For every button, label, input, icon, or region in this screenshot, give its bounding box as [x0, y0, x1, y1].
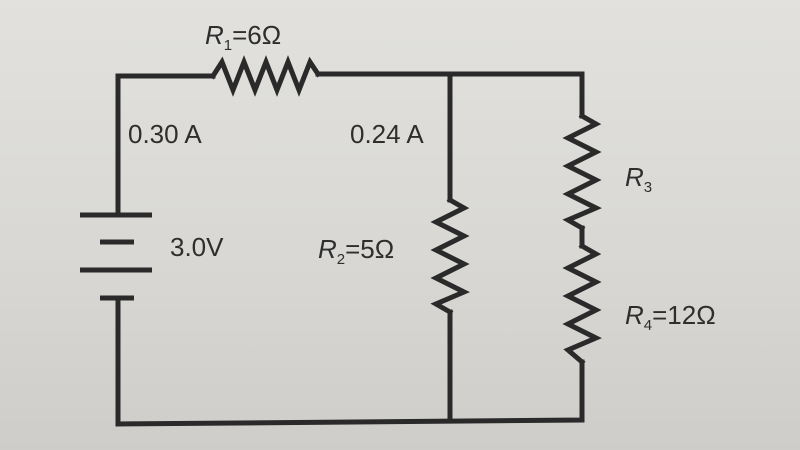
label-current-branch: 0.24 A	[350, 119, 424, 149]
label-r2: R2=5Ω	[318, 234, 394, 268]
battery	[80, 212, 152, 301]
label-r4: R4=12Ω	[625, 300, 716, 334]
resistor-r4	[562, 242, 602, 366]
bottom-wire	[115, 295, 585, 427]
resistor-r2	[430, 196, 470, 316]
top-left-wire	[115, 73, 216, 218]
top-right-wire	[315, 71, 585, 119]
resistor-r3	[562, 112, 602, 232]
label-r1: R1=6Ω	[205, 20, 281, 54]
label-battery-voltage: 3.0V	[170, 232, 224, 262]
label-current-main: 0.30 A	[128, 119, 202, 149]
label-r3: R3	[625, 162, 652, 196]
resistor-r1	[209, 55, 322, 97]
